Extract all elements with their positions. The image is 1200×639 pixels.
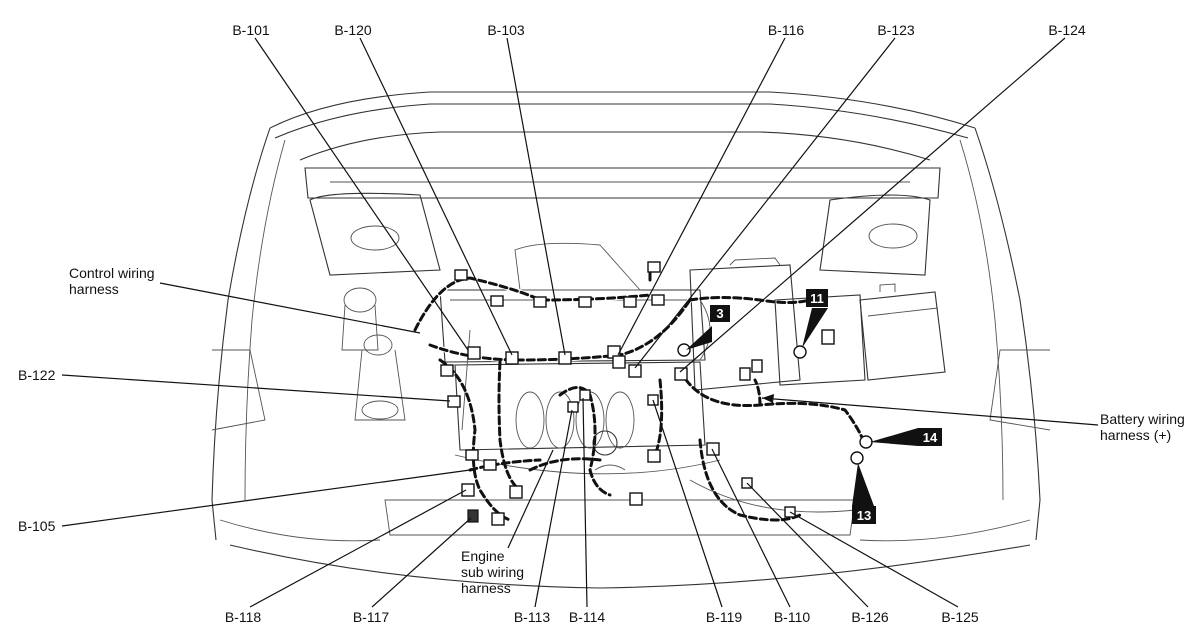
label-b105: B-105: [18, 518, 56, 534]
harness-routes: [412, 266, 867, 522]
connector-fuse-3: [821, 329, 835, 345]
badge-11-text: 11: [810, 291, 824, 306]
connector-top-6: [647, 261, 661, 273]
control-harness-line2: harness: [69, 281, 119, 297]
ground-point-13: [850, 451, 864, 465]
leader-b118: [249, 489, 467, 608]
badge-14: 14: [870, 428, 942, 446]
battery-harness-line1: Battery wiring: [1100, 411, 1185, 427]
connector-b124: [628, 364, 642, 378]
vehicle-outline: [211, 91, 1051, 589]
label-b124: B-124: [1048, 22, 1086, 38]
connector-b105-a: [465, 449, 479, 461]
engine-harness-line2: sub wiring: [461, 564, 524, 580]
leader-b116: [617, 37, 786, 356]
engine-harness-line3: harness: [461, 580, 511, 596]
badge-13: 13: [852, 463, 876, 524]
label-b116: B-116: [768, 22, 805, 38]
connector-b120: [505, 351, 519, 365]
control-harness-line1: Control wiring: [69, 265, 155, 281]
badge-3-text: 3: [716, 306, 723, 321]
connector-b101: [467, 346, 481, 360]
label-b117: B-117: [353, 609, 390, 625]
badge-13-text: 13: [857, 508, 871, 523]
ground-point-3: [677, 343, 691, 357]
leader-control-harness: [159, 282, 421, 334]
engine-harness-line1: Engine: [461, 548, 505, 564]
connector-b117-b: [491, 512, 505, 526]
leader-b120: [359, 37, 513, 356]
connector-left-1: [440, 364, 454, 377]
label-b103: B-103: [487, 22, 525, 38]
label-b113: B-113: [514, 609, 551, 625]
connector-b116: [651, 294, 665, 306]
leader-b124: [679, 37, 1066, 373]
leader-battery-harness: [761, 397, 1099, 426]
leader-b103: [506, 37, 566, 356]
leader-b114: [582, 397, 588, 608]
badge-11: 11: [802, 289, 828, 348]
labels-left: Control wiring harness B-122 B-105: [18, 265, 155, 534]
badge-14-text: 14: [923, 430, 938, 445]
connector-top-2: [490, 295, 504, 307]
label-b120: B-120: [334, 22, 372, 38]
connector-b122: [447, 395, 461, 408]
connector-b118-b: [509, 485, 523, 499]
connector-fuse-1: [739, 367, 751, 381]
connector-fuse-2: [751, 359, 763, 373]
connector-top-3: [533, 296, 547, 308]
connector-b113: [567, 401, 579, 413]
leader-b119: [652, 399, 723, 608]
labels-top: B-101 B-120 B-103 B-116 B-123 B-124: [232, 22, 1086, 38]
connector-b117: [467, 509, 479, 523]
connector-b114: [579, 389, 591, 401]
connector-top-4: [578, 296, 592, 308]
label-b101: B-101: [232, 22, 270, 38]
leader-b126: [746, 482, 869, 608]
connector-b119b: [647, 449, 661, 463]
connector-b123: [612, 355, 626, 369]
battery-harness-line2: harness (+): [1100, 427, 1171, 443]
leader-b125: [789, 511, 959, 608]
leader-b101: [254, 37, 469, 351]
connector-b110: [706, 442, 720, 456]
leader-b123: [634, 37, 896, 369]
connector-front-1: [629, 492, 643, 506]
label-b118: B-118: [225, 609, 262, 625]
connectors: [440, 261, 873, 526]
leader-b117: [371, 517, 472, 608]
connector-right-1: [674, 367, 688, 381]
label-b126: B-126: [851, 609, 889, 625]
label-b110: B-110: [774, 609, 811, 625]
label-b122: B-122: [18, 367, 56, 383]
label-b123: B-123: [877, 22, 915, 38]
connector-top-1: [454, 269, 468, 281]
labels-bottom: B-118 B-117 Engine sub wiring harness B-…: [225, 548, 979, 625]
leader-engine-harness: [507, 449, 554, 549]
label-b125: B-125: [941, 609, 979, 625]
leader-b110: [711, 448, 791, 608]
badge-3: 3: [686, 305, 730, 350]
ground-point-11: [793, 345, 807, 359]
label-b114: B-114: [569, 609, 606, 625]
label-b119: B-119: [706, 609, 743, 625]
leader-lines: [61, 37, 1099, 608]
labels-right: Battery wiring harness (+): [1100, 411, 1185, 443]
connector-top-5: [623, 296, 637, 308]
connector-b118: [461, 483, 475, 497]
leader-b122: [61, 374, 451, 402]
connector-b105-b: [483, 459, 497, 471]
leader-b105: [61, 469, 471, 527]
leader-b113: [534, 409, 573, 608]
arrow-battery-harness: [762, 394, 774, 403]
